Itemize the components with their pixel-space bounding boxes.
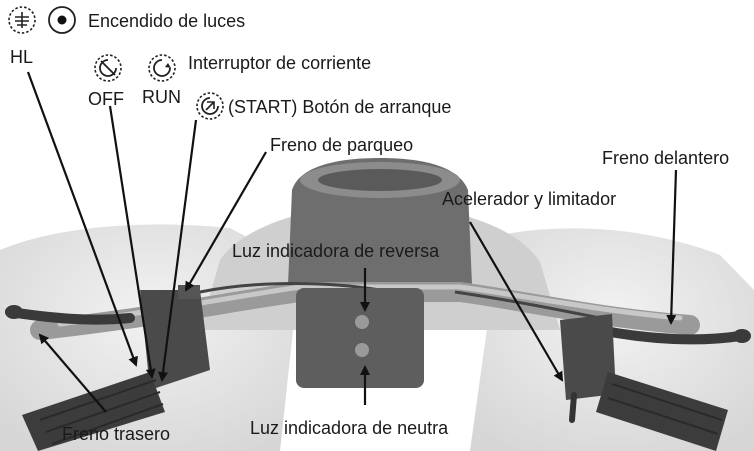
headlight-hl-icon [8,6,36,34]
run-label: RUN [142,87,181,107]
indicator-panel [296,288,424,388]
throttle-label: Acelerador y limitador [442,189,617,209]
arrow-off [108,105,156,379]
switch-run-icon [148,54,176,82]
off-label: OFF [88,89,124,109]
switch-off-icon [94,54,122,82]
right-grip [596,372,728,451]
arrow-start [158,119,198,382]
rear-brake-label: Freno trasero [62,424,171,444]
arrow-hl [26,71,138,367]
left-grip-ridges [39,379,164,445]
cable [454,290,601,320]
reverse-light [355,315,369,329]
right-grip-ridges [607,383,723,435]
front-brake-lever [595,325,745,345]
front-brake-lever-tip [733,329,751,343]
arrow-rear-brake [38,333,107,413]
neutral-light [355,343,369,357]
front-brake-label: Freno delantero [602,148,730,168]
reverse-light-label: Luz indicadora de reversa [232,241,440,261]
arrow-throttle [469,221,564,382]
neutral-light-label: Luz indicadora de neutra [250,418,449,438]
parking-brake-lock [178,285,200,299]
start-button-label: (START) Botón de arranque [228,97,452,117]
headlight-inner [318,169,442,191]
parking-brake-label: Freno de parqueo [270,135,414,155]
left-switch-housing [140,290,210,390]
power-switch-label: Interruptor de corriente [188,53,372,73]
headlight-on-icon [48,6,76,34]
rear-brake-lever [5,307,135,325]
hl-label: HL [10,47,34,67]
right-switch-housing [560,314,616,400]
light-switch-label: Encendido de luces [88,11,246,31]
arrow-front-brake [666,169,678,325]
start-button-icon [196,92,224,120]
rear-brake-lever-tip [5,305,23,319]
arrow-parking-brake [184,151,267,292]
left-grip [22,372,165,451]
throttle-lever [569,392,577,423]
cable [199,282,381,294]
